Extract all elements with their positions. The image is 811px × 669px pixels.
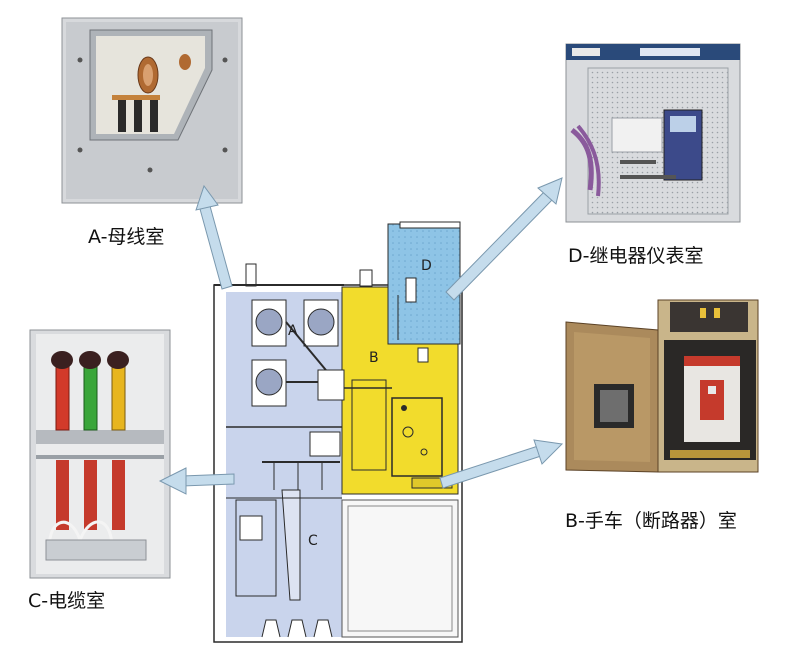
arrows bbox=[158, 177, 564, 495]
arrow-to-busbar bbox=[195, 184, 233, 290]
photo-cable-room bbox=[29, 329, 171, 579]
photo-relay-room bbox=[565, 43, 741, 223]
label-cable-room: C-电缆室 bbox=[28, 590, 106, 612]
cabinet-mark-a: A bbox=[288, 323, 298, 339]
arrow-to-breaker bbox=[439, 439, 564, 489]
cabinet-mark-c: C bbox=[308, 533, 318, 549]
photo-busbar-room bbox=[61, 17, 243, 204]
zone-relay-room bbox=[387, 223, 461, 345]
label-busbar-room: A-母线室 bbox=[88, 226, 165, 248]
label-relay-room: D-继电器仪表室 bbox=[568, 245, 704, 267]
arrow-to-relay bbox=[445, 177, 563, 301]
cabinet-mark-b: B bbox=[369, 350, 379, 366]
photo-breaker-room bbox=[565, 299, 759, 473]
cabinet-cross-section: A B D C bbox=[213, 221, 463, 643]
arrow-to-cable bbox=[158, 467, 235, 495]
cabinet-mark-d: D bbox=[421, 258, 432, 274]
label-breaker-room: B-手车（断路器）室 bbox=[565, 510, 737, 532]
